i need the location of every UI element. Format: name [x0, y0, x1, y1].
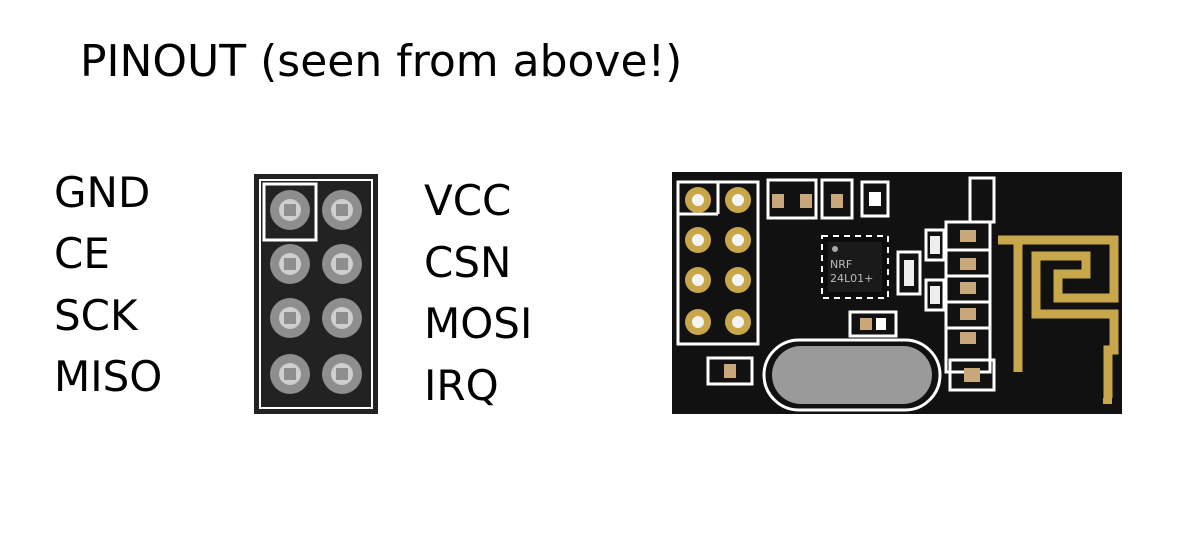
header-pin — [270, 190, 310, 230]
module-pin — [685, 267, 711, 293]
module-pin — [725, 227, 751, 253]
pin-label-ce: CE — [54, 229, 110, 278]
nrf24l01-module: NRF 24L01+ — [672, 172, 1122, 414]
module-pin — [685, 187, 711, 213]
pin-label-csn: CSN — [424, 238, 512, 287]
capacitor-outline — [766, 178, 818, 220]
header-pins — [270, 190, 362, 394]
header-pin — [322, 298, 362, 338]
header-pin — [322, 190, 362, 230]
module-pin — [725, 267, 751, 293]
pin-label-irq: IRQ — [424, 361, 499, 410]
pin-label-vcc: VCC — [424, 176, 512, 225]
capacitor-outline — [860, 180, 890, 218]
pin-header-diagram — [254, 174, 378, 414]
pin1-marker — [262, 182, 318, 242]
pin-label-miso: MISO — [54, 352, 163, 401]
header-outline — [259, 179, 373, 409]
header-pin — [322, 244, 362, 284]
module-pin — [725, 309, 751, 335]
module-pins — [685, 187, 751, 335]
header-pin — [322, 354, 362, 394]
module-pin — [685, 309, 711, 335]
module-pin — [725, 187, 751, 213]
header-pin — [270, 244, 310, 284]
pcb-antenna — [998, 235, 1119, 398]
crystal — [772, 346, 932, 404]
pin-label-sck: SCK — [54, 291, 138, 340]
diagram-title: PINOUT (seen from above!) — [80, 36, 683, 87]
chip-marking-line1: NRF — [830, 258, 852, 271]
pin-label-mosi: MOSI — [424, 299, 533, 348]
resistor-outline — [896, 250, 922, 296]
capacitor-outline — [820, 178, 854, 220]
header-pin — [270, 354, 310, 394]
chip-marking-line2: 24L01+ — [830, 272, 873, 285]
module-pin — [685, 227, 711, 253]
pin-label-gnd: GND — [54, 168, 151, 217]
header-pin — [270, 298, 310, 338]
